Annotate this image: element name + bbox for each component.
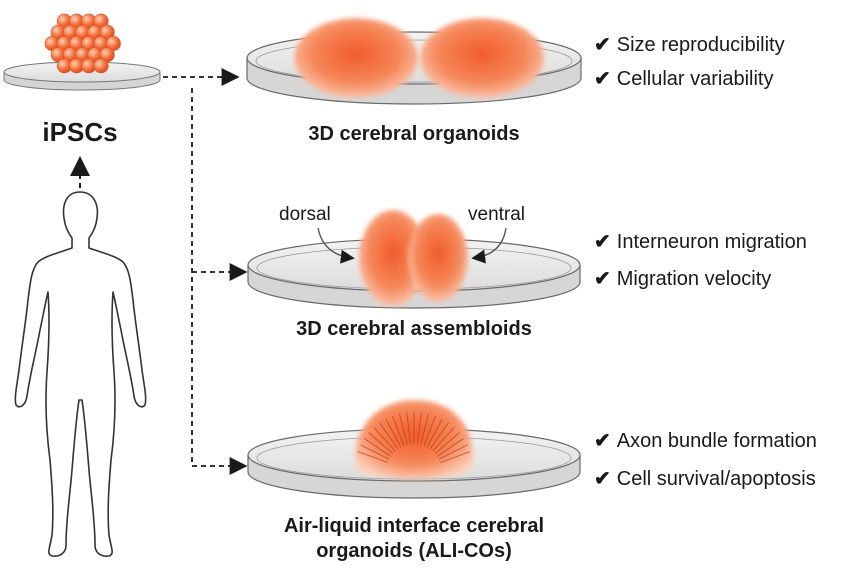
readout-text: Cellular variability [616, 68, 774, 90]
readout-text: Migration velocity [616, 268, 772, 290]
check-icon: ✔ [594, 430, 611, 452]
ali-co-title-line2: organoids (ALI-COs) [316, 540, 512, 562]
axon-bundle-line [385, 418, 402, 448]
assembloid-ventral-part [408, 214, 468, 302]
assembloid-dorsal-part [359, 210, 427, 306]
ipsc-label: iPSCs [42, 117, 118, 147]
readout-text: Size reproducibility [616, 34, 785, 56]
readout-item: ✔Size reproducibility [594, 32, 785, 58]
readout-item: ✔Cellular variability [594, 66, 773, 92]
axon-bundle-line [440, 451, 471, 463]
axon-bundle-line [392, 415, 405, 447]
axon-bundle-line [360, 444, 390, 460]
ali-co-title: Air-liquid interface cerebral organoids … [234, 514, 594, 564]
axon-bundle-line [363, 438, 392, 457]
axon-bundle-line [434, 432, 460, 455]
dorsal-label: dorsal [279, 204, 331, 225]
ali-co-slice [355, 400, 473, 479]
readout-text: Axon bundle formation [616, 430, 817, 452]
axon-bundle-line [438, 444, 468, 460]
human-body-icon [14, 191, 147, 557]
axon-bundle-line [406, 412, 412, 445]
axon-bundle-line [432, 427, 455, 452]
ipsc-cell [93, 58, 109, 74]
axon-bundle-line [379, 422, 399, 450]
check-icon: ✔ [594, 34, 611, 56]
check-icon: ✔ [594, 68, 611, 90]
axon-bundle-line [426, 418, 443, 448]
axon-bundle-line [398, 413, 408, 445]
check-icon: ✔ [594, 231, 611, 253]
axon-bundle-line [436, 438, 465, 457]
axon-bundle-line [373, 427, 396, 452]
ventral-label: ventral [468, 204, 526, 225]
readout-text: Cell survival/apoptosis [616, 468, 816, 490]
axon-bundle-line [423, 415, 436, 447]
branch-connector [163, 68, 248, 475]
cell-cluster-icon [44, 13, 121, 74]
axon-bundle-line [368, 432, 394, 455]
dorsal-pointer-arrow [317, 227, 355, 264]
check-icon: ✔ [594, 468, 611, 490]
cerebral-organoid-left [294, 18, 418, 98]
cerebral-organoid-right [420, 18, 544, 98]
ventral-pointer-arrow [471, 227, 507, 264]
axon-bundle-line [357, 451, 388, 463]
check-icon: ✔ [594, 268, 611, 290]
readout-text: Interneuron migration [616, 231, 807, 253]
readout-item: ✔Axon bundle formation [594, 428, 817, 454]
assembloids-title: 3D cerebral assembloids [296, 318, 532, 340]
axon-bundle-line [420, 413, 430, 445]
organoids-title: 3D cerebral organoids [308, 123, 520, 145]
axon-bundle-line [416, 412, 422, 445]
readout-item: ✔Cell survival/apoptosis [594, 466, 816, 492]
readout-item: ✔Interneuron migration [594, 229, 807, 255]
readout-item: ✔Migration velocity [594, 266, 771, 292]
ali-co-title-line1: Air-liquid interface cerebral [283, 515, 545, 537]
axon-bundle-line [429, 422, 449, 450]
